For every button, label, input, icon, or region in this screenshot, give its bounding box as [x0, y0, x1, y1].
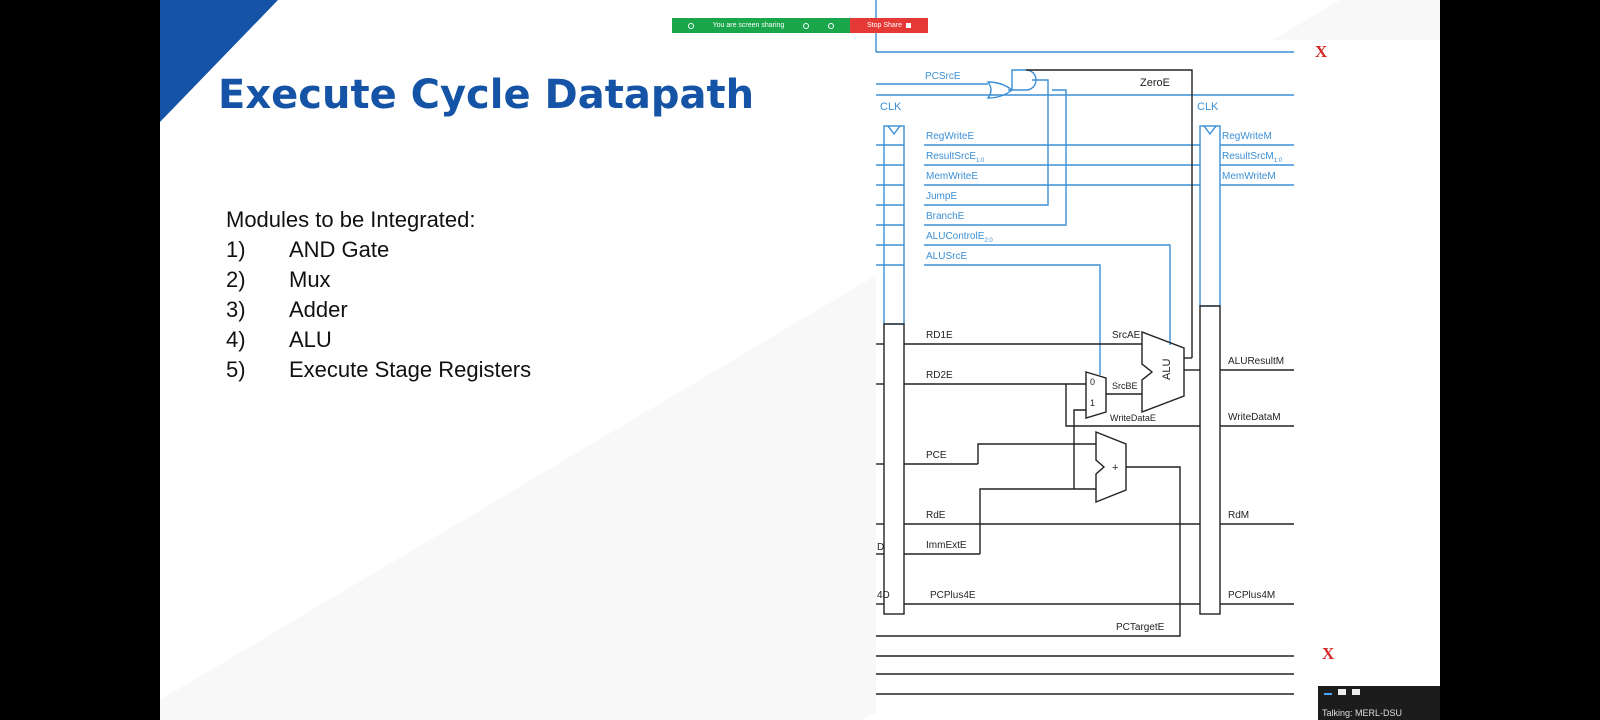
label-clk-e: CLK	[880, 101, 902, 113]
modules-heading: Modules to be Integrated:	[226, 207, 476, 232]
label-zero-e: ZeroE	[1140, 77, 1170, 89]
module-text: AND Gate	[289, 237, 390, 262]
label-left-cut-4d: 4D	[877, 590, 890, 601]
label-mux-in1: 1	[1090, 398, 1095, 408]
module-text: ALU	[289, 327, 332, 352]
diagram-panel	[876, 40, 1440, 720]
label-adder-sign: +	[1112, 462, 1118, 474]
label-pce: PCE	[926, 450, 947, 461]
label-branch-e: BranchE	[926, 211, 965, 222]
presentation-slide: Execute Cycle Datapath Modules to be Int…	[160, 0, 1440, 720]
label-resultsrc-e: ResultSrcE1:0	[926, 151, 985, 164]
talking-indicator: Talking: MERL-DSU	[1322, 708, 1403, 718]
slide-title: Execute Cycle Datapath	[218, 72, 755, 118]
label-rdm: RdM	[1228, 510, 1249, 521]
label-left-cut-d: D	[877, 542, 884, 553]
share-status[interactable]: You are screen sharing	[672, 18, 850, 33]
label-alucontrol-e: ALUControlE2:0	[926, 231, 993, 244]
label-regwrite-e: RegWriteE	[926, 131, 974, 142]
meeting-talking-panel: Talking: MERL-DSU	[1318, 686, 1440, 720]
label-alusrc-e: ALUSrcE	[926, 251, 967, 262]
execute-datapath-diagram: PCSrcE CLK CLK RegWriteE ResultSrcE1:0 M…	[875, 0, 1440, 720]
module-number: 4)	[226, 327, 246, 352]
module-item: 3) Adder	[226, 297, 531, 327]
close-mark-bottom: X	[1322, 644, 1335, 663]
label-pcsrc: PCSrcE	[925, 71, 961, 82]
module-number: 3)	[226, 297, 246, 322]
pin-icon[interactable]	[687, 22, 694, 29]
label-pcplus4m: PCPlus4M	[1228, 590, 1275, 601]
module-text: Execute Stage Registers	[289, 357, 532, 382]
maximize-icon[interactable]	[1352, 689, 1360, 695]
module-item: 1) AND Gate	[226, 237, 531, 267]
module-text: Mux	[289, 267, 331, 292]
settings-icon[interactable]	[828, 22, 835, 29]
module-number: 1)	[226, 237, 246, 262]
label-srcbe: SrcBE	[1112, 381, 1138, 391]
label-rd1e: RD1E	[926, 330, 953, 341]
label-mux-in0: 0	[1090, 377, 1095, 387]
control-wires	[875, 0, 1294, 375]
window-controls	[1324, 689, 1360, 695]
control-labels: PCSrcE CLK CLK RegWriteE ResultSrcE1:0 M…	[880, 71, 1283, 262]
label-alu: ALU	[1161, 359, 1173, 380]
label-rde: RdE	[926, 510, 946, 521]
stop-share-button[interactable]: Stop Share	[850, 18, 928, 33]
stop-icon	[906, 23, 912, 28]
label-resultsrc-m: ResultSrcM1:0	[1222, 151, 1283, 164]
data-labels: ZeroE RD1E RD2E PCE RdE ImmExtE PCPlus4E…	[877, 77, 1284, 633]
label-regwrite-m: RegWriteM	[1222, 131, 1272, 142]
label-clk-m: CLK	[1197, 101, 1219, 113]
module-item: 5) Execute Stage Registers	[226, 357, 531, 387]
stop-share-label: Stop Share	[866, 22, 903, 29]
module-number: 2)	[226, 267, 246, 292]
label-rd2e: RD2E	[926, 370, 953, 381]
label-jump-e: JumpE	[926, 191, 957, 202]
record-icon[interactable]	[803, 22, 810, 29]
label-writedata-m: WriteDataM	[1228, 412, 1281, 423]
data-wires	[876, 69, 1294, 695]
label-immext-e: ImmExtE	[926, 540, 967, 551]
share-status-text: You are screen sharing	[712, 22, 785, 29]
module-number: 5)	[226, 357, 246, 382]
module-item: 2) Mux	[226, 267, 531, 297]
module-list: 1) AND Gate 2) Mux 3) Adder 4) ALU 5) Execute…	[226, 237, 531, 387]
label-memwrite-m: MemWriteM	[1222, 171, 1276, 182]
screen-share-toolbar: You are screen sharing Stop Share	[672, 18, 928, 33]
minimize-icon[interactable]	[1324, 693, 1332, 695]
label-pcplus4e: PCPlus4E	[930, 590, 976, 601]
label-aluresult-m: ALUResultM	[1228, 356, 1284, 367]
restore-icon[interactable]	[1338, 689, 1346, 695]
label-memwrite-e: MemWriteE	[926, 171, 978, 182]
label-srcae: SrcAE	[1112, 330, 1141, 341]
label-writedata-e: WriteDataE	[1110, 413, 1156, 423]
top-left-accent-triangle	[160, 0, 278, 122]
module-item: 4) ALU	[226, 327, 531, 357]
close-mark-top: X	[1315, 42, 1328, 61]
label-pctarget-e: PCTargetE	[1116, 622, 1165, 633]
module-text: Adder	[289, 297, 348, 322]
